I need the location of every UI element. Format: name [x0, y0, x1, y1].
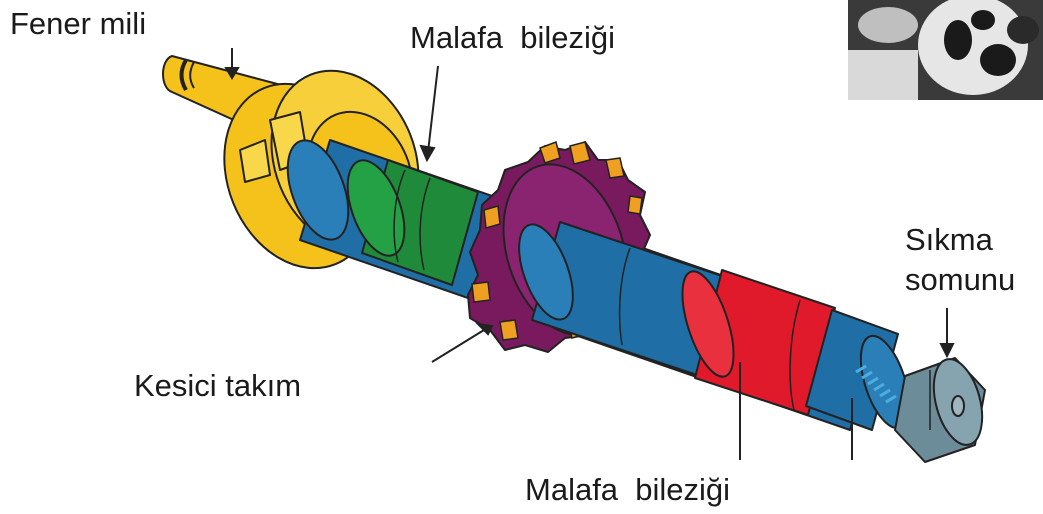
collar-green — [336, 153, 478, 285]
arrow-collar-top — [428, 66, 438, 152]
label-cutter: Kesici takım — [134, 368, 301, 404]
label-nut-line1: Sıkma — [905, 222, 993, 258]
label-collar-bottom: Malafa bileziği — [525, 472, 730, 508]
clamping-nut — [895, 354, 991, 462]
arrowhead-collar-top — [421, 146, 434, 160]
arrowhead-nut — [941, 344, 953, 356]
label-spindle: Fener mili — [10, 6, 146, 42]
arrow-cutter — [432, 330, 484, 362]
label-collar-top: Malafa bileziği — [410, 20, 615, 56]
label-nut-line2: somunu — [905, 262, 1015, 298]
photo-inset — [848, 0, 1043, 100]
